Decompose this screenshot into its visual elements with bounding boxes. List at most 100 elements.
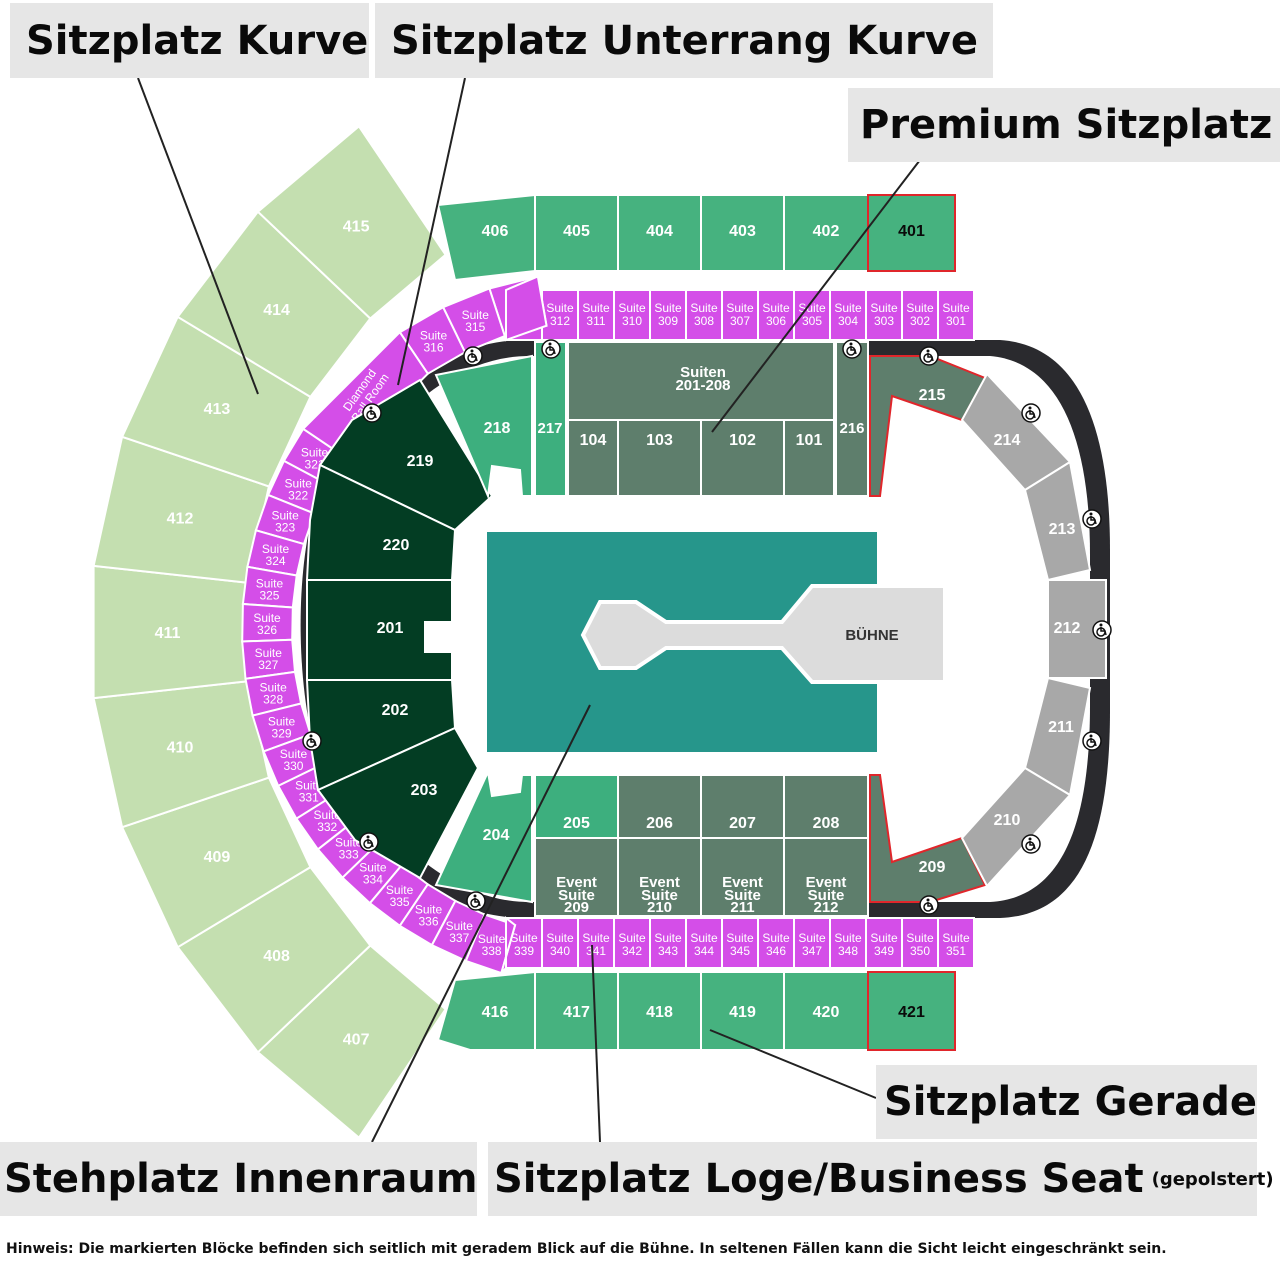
suite-word-310: Suite — [618, 301, 646, 315]
block-label-208: 208 — [813, 815, 840, 832]
suite-num-351: 351 — [946, 944, 966, 958]
block-203[interactable] — [316, 726, 480, 880]
suite-num-338: 338 — [482, 944, 502, 958]
event-suite-num-212: 212 — [813, 899, 838, 916]
block-210[interactable] — [960, 766, 1072, 888]
block-label-219: 219 — [407, 453, 434, 470]
block-label-401: 401 — [898, 223, 925, 240]
block-label-410: 410 — [167, 740, 194, 757]
suite-301[interactable] — [937, 289, 975, 341]
label-gerade-text: Sitzplatz Gerade — [884, 1079, 1258, 1125]
label-gerade: Sitzplatz Gerade — [876, 1065, 1257, 1139]
suite-num-330: 330 — [283, 759, 303, 773]
event-suite-word1-209: Event — [556, 874, 597, 891]
block-215[interactable] — [869, 355, 987, 497]
block-label-402: 402 — [813, 223, 840, 240]
suite-word-301: Suite — [942, 301, 970, 315]
suite-num-312: 312 — [550, 314, 570, 328]
suite-word-337: Suite — [446, 919, 474, 933]
suite-num-333: 333 — [339, 847, 359, 861]
suite-num-306: 306 — [766, 314, 786, 328]
pointer-lines — [137, 77, 921, 1143]
block-label-420: 420 — [813, 1004, 840, 1021]
block-label-218: 218 — [484, 420, 511, 437]
wheelchair-icon — [359, 832, 379, 852]
suite-word-330: Suite — [280, 747, 308, 761]
suite-word-322: Suite — [285, 476, 313, 490]
event-suite-212[interactable] — [783, 837, 869, 917]
block-label-216: 216 — [839, 420, 864, 437]
suites-label-1: Suiten — [680, 364, 726, 381]
block-label-214: 214 — [994, 432, 1021, 449]
suite-connector-bottom[interactable] — [500, 915, 517, 974]
suite-num-308: 308 — [694, 314, 714, 328]
block-label-406: 406 — [482, 223, 509, 240]
suite-word-342: Suite — [618, 931, 646, 945]
block-label-417: 417 — [563, 1004, 590, 1021]
suite-351[interactable] — [937, 917, 975, 969]
suite-word-304: Suite — [834, 301, 862, 315]
block-label-418: 418 — [646, 1004, 673, 1021]
stage-label: BÜHNE — [845, 627, 898, 644]
suite-word-316: Suite — [420, 329, 448, 343]
suite-num-305: 305 — [802, 314, 822, 328]
block-label-407: 407 — [343, 1032, 370, 1049]
block-212[interactable] — [1047, 579, 1107, 679]
block-label-215: 215 — [919, 387, 946, 404]
suite-word-302: Suite — [906, 301, 934, 315]
block-216[interactable] — [835, 341, 869, 497]
label-kurve: Sitzplatz Kurve — [10, 3, 369, 78]
event-suite-word1-212: Event — [806, 874, 847, 891]
block-218[interactable] — [434, 354, 533, 500]
label-loge: Sitzplatz Loge/Business Seat (gepolstert… — [488, 1142, 1274, 1216]
block-label-207: 207 — [729, 815, 756, 832]
wheelchair-icon — [842, 339, 862, 359]
suite-word-306: Suite — [762, 301, 790, 315]
block-label-419: 419 — [729, 1004, 756, 1021]
event-suite-num-210: 210 — [647, 899, 672, 916]
suite-word-351: Suite — [942, 931, 970, 945]
suite-num-327: 327 — [258, 658, 278, 672]
block-label-203: 203 — [411, 782, 438, 799]
suite-num-326: 326 — [257, 623, 277, 637]
wheelchair-icon — [919, 346, 939, 366]
wheelchair-icon — [919, 895, 939, 915]
block-label-204: 204 — [483, 827, 510, 844]
suite-word-325: Suite — [256, 576, 284, 590]
block-401[interactable] — [867, 194, 956, 272]
suite-word-328: Suite — [259, 681, 287, 695]
suite-connector-top[interactable] — [505, 275, 548, 342]
event-suite-word2-210: Suite — [641, 887, 678, 904]
suite-num-341: 341 — [586, 944, 606, 958]
block-415[interactable] — [256, 124, 447, 320]
block-label-414: 414 — [263, 302, 290, 319]
suite-num-332: 332 — [317, 820, 337, 834]
block-label-217: 217 — [537, 420, 562, 437]
event-suite-word2-212: Suite — [808, 887, 845, 904]
block-101[interactable] — [783, 419, 835, 497]
block-421[interactable] — [867, 971, 956, 1051]
block-label-211: 211 — [1048, 719, 1074, 736]
block-213[interactable] — [1023, 460, 1092, 582]
suite-num-303: 303 — [874, 314, 894, 328]
suite-num-342: 342 — [622, 944, 642, 958]
block-217[interactable] — [534, 341, 567, 497]
label-loge-suffix: (gepolstert) — [1151, 1168, 1274, 1190]
suite-num-331: 331 — [299, 790, 319, 804]
label-stehplatz: Stehplatz Innenraum — [0, 1142, 478, 1216]
suite-word-312: Suite — [546, 301, 574, 315]
event-suite-word1-211: Event — [722, 874, 763, 891]
block-label-210: 210 — [994, 812, 1021, 829]
suite-num-340: 340 — [550, 944, 570, 958]
wheelchair-icon — [541, 339, 561, 359]
suite-word-347: Suite — [798, 931, 826, 945]
label-unterrang: Sitzplatz Unterrang Kurve — [375, 3, 993, 78]
block-416[interactable] — [436, 970, 536, 1051]
suite-word-336: Suite — [415, 902, 443, 916]
stage[interactable] — [580, 584, 947, 684]
suite-num-310: 310 — [622, 314, 642, 328]
wheelchair-icon — [1082, 509, 1102, 529]
suite-word-345: Suite — [726, 931, 754, 945]
